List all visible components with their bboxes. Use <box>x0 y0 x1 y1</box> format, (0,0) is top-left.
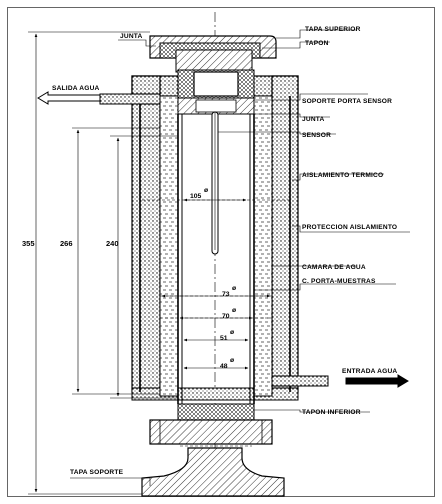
inlet-arrow-icon <box>345 374 409 388</box>
outlet-arrow-icon <box>37 91 101 105</box>
top-cover <box>149 35 277 73</box>
label-tapa-soporte: TAPA SOPORTE <box>70 469 124 476</box>
dim-diameter-48: 48 <box>220 363 228 370</box>
dim-total-height: 355 <box>22 239 35 248</box>
dim-water-chamber-height: 266 <box>60 239 73 248</box>
dim-sensor-diameter: 105 <box>190 193 202 200</box>
diameter-symbol-4: ø <box>230 329 235 336</box>
diameter-symbol-5: ø <box>230 357 235 364</box>
dim-diameter-73: 73 <box>222 291 230 298</box>
diameter-symbol-2: ø <box>232 285 237 292</box>
dim-sample-holder-height: 240 <box>106 239 119 248</box>
label-entrada-agua: ENTRADA AGUA <box>342 368 397 375</box>
label-c-porta-muestras: C. PORTA-MUESTRAS <box>302 278 376 285</box>
water-outlet-pipe <box>99 93 161 105</box>
label-proteccion-aislamiento: PROTECCION AISLAMIENTO <box>302 224 397 231</box>
support-base <box>141 447 285 497</box>
bottom-plug <box>149 403 273 447</box>
label-salida-agua: SALIDA AGUA <box>52 85 100 92</box>
dim-diameter-70: 70 <box>222 313 230 320</box>
label-camara-de-agua: CAMARA DE AGUA <box>302 264 366 271</box>
label-tapon: TAPON <box>305 40 329 47</box>
dimension-lines <box>28 31 271 495</box>
label-soporte-porta-sensor: SOPORTE PORTA SENSOR <box>302 98 392 105</box>
sensor-probe <box>211 111 219 255</box>
label-tapon-inferior: TAPON INFERIOR <box>302 409 361 416</box>
label-junta-mid: JUNTA <box>302 116 325 123</box>
label-junta-top: JUNTA <box>120 33 143 40</box>
water-inlet-pipe <box>271 375 329 387</box>
water-chamber <box>159 95 273 397</box>
leader-lines <box>70 29 410 486</box>
sensor-holder <box>177 69 255 115</box>
label-tapa-superior: TAPA SUPERIOR <box>305 26 361 33</box>
diameter-symbol-3: ø <box>232 307 237 314</box>
dim-diameter-51: 51 <box>220 335 228 342</box>
diameter-symbol-1: ø <box>204 187 209 194</box>
label-sensor: SENSOR <box>302 132 331 139</box>
label-aislamiento-termico: AISLAMIENTO TERMICO <box>302 172 383 179</box>
